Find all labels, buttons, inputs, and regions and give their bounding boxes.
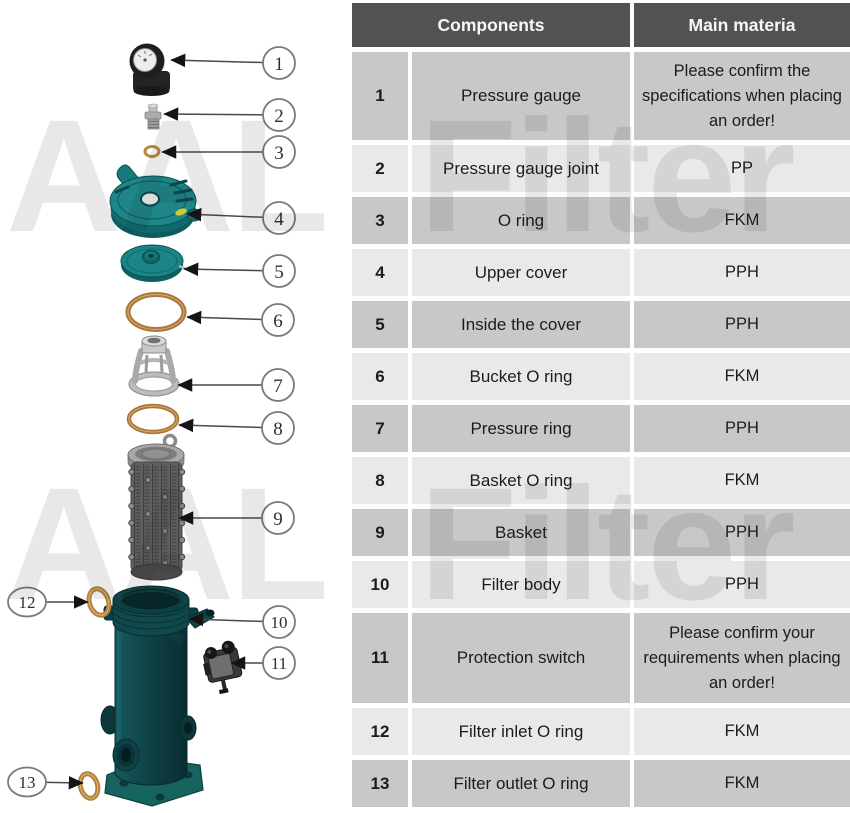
exploded-parts-diagram: 1 2 3 4 5 6 7 8 9 10 11 12 13 [7,43,296,807]
row-material: PPH [634,509,850,556]
row-number: 4 [352,249,408,296]
callout-number: 6 [273,311,283,332]
row-component: Upper cover [412,249,630,296]
table-row: 8 Basket O ring FKM [352,457,850,504]
callout-number: 13 [19,773,36,792]
table-row: 3 O ring FKM [352,197,850,244]
table-row: 7 Pressure ring PPH [352,405,850,452]
row-material: FKM [634,708,850,755]
basket-o-ring-part [126,403,180,435]
callout-circle-7 [261,368,295,402]
row-component: Pressure gauge joint [412,145,630,192]
row-material: Please confirm the specifications when p… [634,52,850,140]
callout-circle-5 [262,254,296,288]
row-number: 1 [352,52,408,140]
row-material: FKM [634,197,850,244]
row-number: 6 [352,353,408,400]
callout-circle-12 [7,586,47,618]
table-row: 10 Filter body PPH [352,561,850,608]
callout-number: 12 [19,593,36,612]
callout-number: 9 [273,509,283,530]
callout-circle-9 [261,501,295,535]
table-row: 11 Protection switch Please confirm your… [352,613,850,703]
table-row: 12 Filter inlet O ring FKM [352,708,850,755]
row-material: Please confirm your requirements when pl… [634,613,850,703]
row-number: 13 [352,760,408,807]
callout-circle-1 [262,46,296,80]
header-material: Main materia [634,3,850,47]
row-material: PPH [634,249,850,296]
table-row: 13 Filter outlet O ring FKM [352,760,850,807]
row-component: O ring [412,197,630,244]
row-number: 12 [352,708,408,755]
row-material: PPH [634,561,850,608]
header-components: Components [352,3,630,47]
callout-number: 3 [274,143,284,164]
pressure-gauge-joint-part [144,103,162,130]
table-row: 6 Bucket O ring FKM [352,353,850,400]
callout-number: 4 [274,209,284,230]
row-component: Filter body [412,561,630,608]
row-component: Inside the cover [412,301,630,348]
row-component: Filter outlet O ring [412,760,630,807]
callout-circle-3 [262,135,296,169]
callout-number: 10 [271,613,288,632]
pressure-gauge-part [129,43,170,96]
upper-cover-part [109,164,202,238]
row-component: Filter inlet O ring [412,708,630,755]
row-number: 3 [352,197,408,244]
bucket-o-ring-part [125,292,187,332]
table-row: 9 Basket PPH [352,509,850,556]
row-component: Protection switch [412,613,630,703]
callout-circle-11 [262,646,296,680]
row-material: FKM [634,457,850,504]
row-component: Basket O ring [412,457,630,504]
filter-body-part [100,585,215,807]
callout-circle-4 [262,201,296,235]
protection-switch-part [203,640,243,695]
callout-number: 1 [274,54,284,75]
row-number: 7 [352,405,408,452]
callout-number: 2 [274,106,284,127]
o-ring-part [143,145,161,158]
callout-circle-13 [7,766,47,798]
row-number: 9 [352,509,408,556]
row-number: 2 [352,145,408,192]
table-row: 2 Pressure gauge joint PP [352,145,850,192]
callout-circle-8 [261,411,295,445]
row-component: Basket [412,509,630,556]
row-material: PPH [634,405,850,452]
table-row: 5 Inside the cover PPH [352,301,850,348]
row-component: Pressure gauge [412,52,630,140]
row-material: PPH [634,301,850,348]
row-number: 5 [352,301,408,348]
row-material: FKM [634,353,850,400]
row-number: 10 [352,561,408,608]
filter-inlet-o-ring-part [86,586,112,618]
inside-cover-part [120,244,187,282]
row-number: 8 [352,457,408,504]
row-component: Bucket O ring [412,353,630,400]
components-table: Components Main materia 1 Pressure gauge… [352,0,850,813]
callout-circle-6 [261,303,295,337]
callout-circle-2 [262,98,296,132]
row-material: FKM [634,760,850,807]
callout-circle-10 [262,605,296,639]
callout-number: 5 [274,262,284,283]
callout-number: 7 [273,376,283,397]
table-row: 4 Upper cover PPH [352,249,850,296]
table-header-row: Components Main materia [352,3,850,47]
pressure-ring-part [128,335,180,397]
basket-part [127,433,186,581]
row-material: PP [634,145,850,192]
filter-outlet-o-ring-part [77,771,101,801]
table-row: 1 Pressure gauge Please confirm the spec… [352,52,850,140]
row-component: Pressure ring [412,405,630,452]
row-number: 11 [352,613,408,703]
callout-number: 11 [271,654,287,673]
callout-number: 8 [273,419,283,440]
